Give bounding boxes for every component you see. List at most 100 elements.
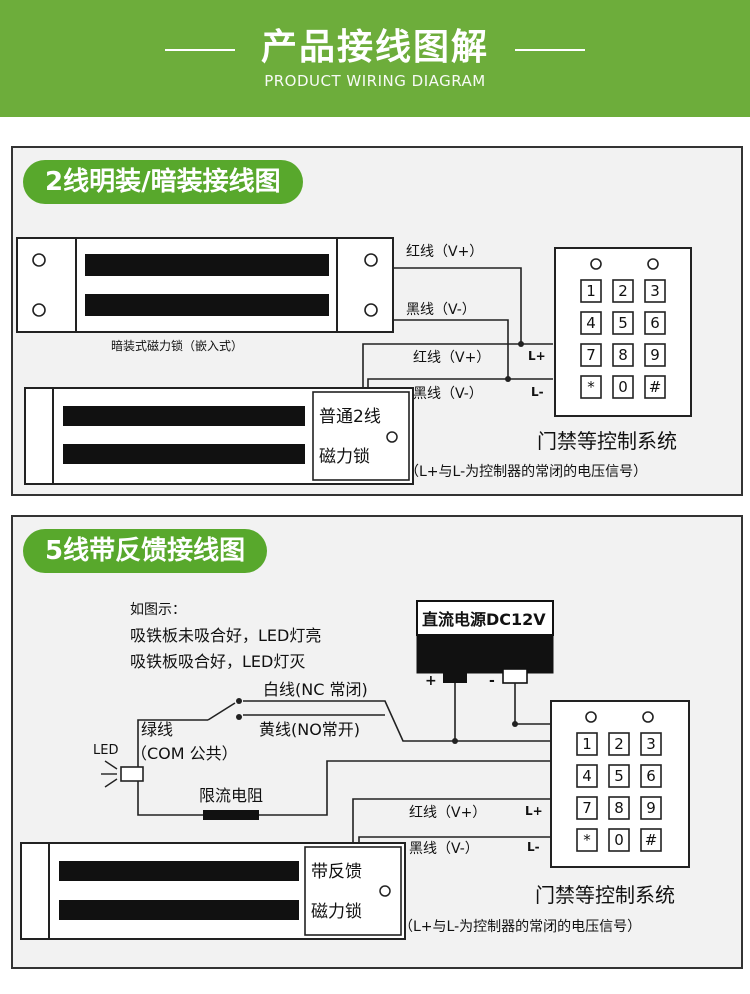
keypad-key <box>612 375 634 399</box>
green-wire-label: 绿线 <box>141 720 173 739</box>
note-line2: 吸铁板未吸合好，LED灯亮 <box>130 626 321 645</box>
keypad-key <box>576 764 598 788</box>
keypad-key <box>576 732 598 756</box>
wiring-diagram-5wire: 如图示： 吸铁板未吸合好，LED灯亮 吸铁板吸合好，LED灯灭 直流电源DC12… <box>20 600 690 940</box>
keypad-key-label: 1 <box>582 735 592 753</box>
keypad-key-label: 4 <box>582 767 592 785</box>
keypad-key <box>644 279 666 303</box>
led-icon <box>101 760 144 788</box>
keypad-key <box>644 375 666 399</box>
lock-label-line1: 带反馈 <box>311 862 362 882</box>
black-wire-label-bottom: 黑线（V-） <box>413 386 483 402</box>
resistor-label: 限流电阻 <box>199 786 263 805</box>
psu-label: 直流电源DC12V <box>422 610 546 629</box>
header-rule-right <box>515 49 585 51</box>
wire-green-com <box>137 719 208 767</box>
red-wire-label: 红线（V+） <box>409 805 486 821</box>
psu-minus: - <box>489 673 495 689</box>
keypad-key-label: 6 <box>650 314 660 332</box>
page-subtitle: PRODUCT WIRING DIAGRAM <box>264 72 486 90</box>
l-minus-label: L- <box>531 385 544 399</box>
keypad-key-label: 0 <box>618 378 628 396</box>
keypad-key <box>576 796 598 820</box>
keypad-key <box>612 279 634 303</box>
keypad-key-label: 6 <box>646 767 656 785</box>
keypad-device: 1 2 3 4 5 6 7 8 9 * 0 # <box>550 700 690 868</box>
keypad-key <box>640 764 662 788</box>
section-title-2wire: 2线明装/暗装接线图 <box>23 160 303 204</box>
system-label: 门禁等控制系统 <box>537 429 677 453</box>
lock2-label-line1: 普通2线 <box>319 407 381 427</box>
wire-black-top <box>393 319 509 379</box>
keypad-key-label: 0 <box>614 831 624 849</box>
keypad-key-label: * <box>587 378 595 396</box>
keypad-key <box>612 343 634 367</box>
psu-plus: + <box>425 673 437 689</box>
header-banner: 产品接线图解 PRODUCT WIRING DIAGRAM <box>0 0 750 117</box>
embedded-lock <box>16 237 394 333</box>
keypad-key-label: 8 <box>614 799 624 817</box>
keypad-key <box>640 796 662 820</box>
keypad-key <box>608 796 630 820</box>
keypad-key <box>580 343 602 367</box>
wiring-diagram-2wire: 暗装式磁力锁（嵌入式） 红线（V+） 黑线（V-） 红线（V+） 黑线（V-） … <box>16 237 692 485</box>
white-wire-label: 白线(NC 常闭) <box>263 680 368 699</box>
note-line3: 吸铁板吸合好，LED灯灭 <box>130 652 305 671</box>
keypad-key-label: 2 <box>614 735 624 753</box>
keypad-key-label: 2 <box>618 282 628 300</box>
led-label: LED <box>93 743 118 758</box>
l-minus-label-2: L- <box>527 840 540 854</box>
keypad-key-label: 8 <box>618 346 628 364</box>
keypad-key-label: 4 <box>586 314 596 332</box>
keypad-key <box>580 375 602 399</box>
keypad-key-label: 3 <box>650 282 660 300</box>
keypad-key-label: 7 <box>586 346 596 364</box>
keypad-key <box>608 764 630 788</box>
system-note: （L+与L-为控制器的常闭的电压信号） <box>399 919 641 935</box>
red-wire-label-top: 红线（V+） <box>406 244 483 260</box>
keypad-key <box>580 279 602 303</box>
keypad-key-label: 5 <box>614 767 624 785</box>
keypad-key <box>608 828 630 852</box>
keypad-key-label: 9 <box>646 799 656 817</box>
page-title: 产品接线图解 <box>260 27 489 68</box>
lock2-label-line2: 磁力锁 <box>319 447 370 467</box>
keypad-key-label: 1 <box>586 282 596 300</box>
keypad-key-label: 3 <box>646 735 656 753</box>
keypad-key-label: # <box>645 831 658 849</box>
yellow-wire-label: 黄线(NO常开) <box>259 720 360 739</box>
com-label: （COM 公共） <box>131 744 238 763</box>
feedback-lock <box>20 842 406 940</box>
keypad-key <box>608 732 630 756</box>
wire-red-bottom <box>362 343 553 402</box>
lock-label-line2: 磁力锁 <box>311 902 362 922</box>
keypad-key-label: 7 <box>582 799 592 817</box>
keypad-key <box>640 732 662 756</box>
keypad-key <box>644 343 666 367</box>
system-note: （L+与L-为控制器的常闭的电压信号） <box>405 464 647 480</box>
keypad-key-label: 9 <box>650 346 660 364</box>
current-limit-resistor <box>203 810 259 820</box>
keypad-key <box>640 828 662 852</box>
wire-red-top <box>393 267 522 344</box>
wiring-panel-2wire: 暗装式磁力锁（嵌入式） 红线（V+） 黑线（V-） 红线（V+） 黑线（V-） … <box>11 146 743 496</box>
keypad-key <box>612 311 634 335</box>
embedded-lock-label: 暗装式磁力锁（嵌入式） <box>111 338 243 353</box>
keypad-key <box>580 311 602 335</box>
red-wire-label-bottom: 红线（V+） <box>413 350 490 366</box>
keypad-key-label: # <box>649 378 662 396</box>
wiring-panel-5wire: 如图示： 吸铁板未吸合好，LED灯亮 吸铁板吸合好，LED灯灭 直流电源DC12… <box>11 515 743 969</box>
keypad-key-label: * <box>583 831 591 849</box>
wire-red <box>352 798 553 845</box>
black-wire-label: 黑线（V-） <box>409 841 479 857</box>
l-plus-label: L+ <box>528 349 546 363</box>
wire-white-nc <box>243 700 553 742</box>
header-rule-left <box>165 49 235 51</box>
surface-lock-2wire <box>24 387 414 485</box>
dc-power-supply <box>416 600 554 684</box>
keypad-key <box>576 828 598 852</box>
section-title-5wire: 5线带反馈接线图 <box>23 529 268 573</box>
note-line1: 如图示： <box>130 602 186 618</box>
l-plus-label-2: L+ <box>525 804 543 818</box>
